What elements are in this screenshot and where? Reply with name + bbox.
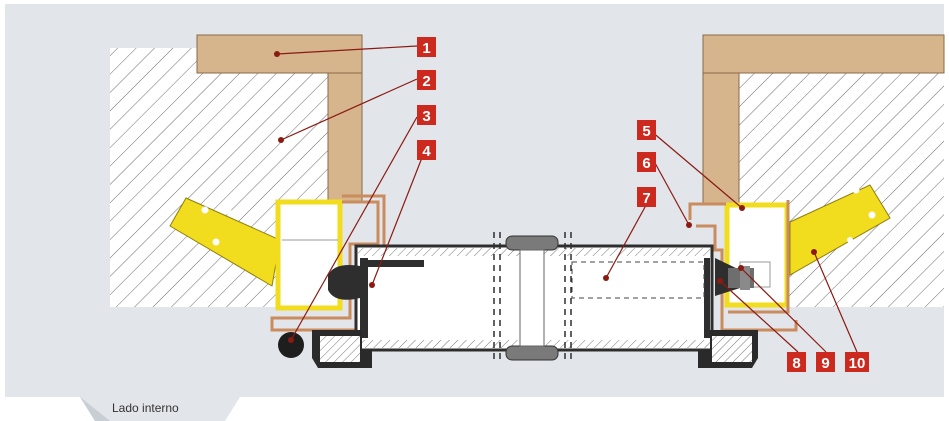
callout-9-label: 9 — [821, 355, 829, 372]
right-cover-hatch — [712, 336, 752, 362]
left-frame-profile — [270, 194, 386, 332]
right-anchor-hole — [868, 211, 876, 219]
callout-7: 7 — [637, 187, 656, 207]
callout-6-label: 6 — [642, 155, 650, 172]
right-frame-profile — [688, 202, 798, 332]
left-anchor-hole — [227, 210, 233, 216]
left-subframe-box — [275, 199, 343, 311]
left-bumper — [278, 332, 304, 358]
handle-rose-top — [505, 235, 559, 251]
callout-8: 8 — [787, 352, 806, 372]
callout-10-label: 10 — [849, 355, 866, 372]
callout-2: 2 — [417, 70, 436, 90]
left-gasket — [328, 265, 360, 300]
left-anchor-hole — [201, 206, 209, 214]
leader-dots — [274, 51, 817, 343]
callout-5: 5 — [637, 120, 656, 140]
handle-spindle — [519, 249, 545, 347]
right-subframe-box — [724, 202, 790, 308]
callout-6: 6 — [637, 152, 656, 172]
right-frame-profile-return — [728, 200, 790, 314]
callout-1-label: 1 — [422, 40, 430, 57]
callout-2-label: 2 — [422, 73, 430, 90]
callout-10: 10 — [845, 352, 869, 372]
leader-lines — [276, 45, 858, 353]
right-anchor-hole — [852, 186, 860, 194]
callout-1: 1 — [417, 37, 436, 57]
door-leaf-right-edge — [704, 258, 710, 338]
callout-4: 4 — [417, 140, 436, 160]
callout-8-label: 8 — [792, 355, 800, 372]
lock-reinforcement — [368, 260, 424, 267]
callout-5-label: 5 — [642, 123, 650, 140]
door-leaf-left-edge — [360, 258, 368, 338]
right-striker — [740, 266, 750, 290]
callout-3: 3 — [417, 105, 436, 125]
callout-9: 9 — [816, 352, 835, 372]
caption-tab-shadow — [80, 397, 110, 421]
inner-side-caption: Lado interno — [112, 401, 179, 415]
left-architrave-jamb — [327, 72, 363, 204]
right-architrave-jamb — [702, 72, 740, 204]
callout-4-label: 4 — [422, 143, 431, 160]
caption-tab — [5, 397, 240, 421]
hidden-lock-outline — [571, 261, 705, 299]
left-anchor — [169, 197, 281, 287]
right-architrave-top — [702, 34, 945, 74]
callout-7-label: 7 — [642, 190, 650, 207]
left-anchor-hole — [212, 238, 220, 246]
left-cover-hatch — [320, 336, 360, 362]
handle-rose-bottom — [505, 345, 559, 361]
right-anchor-hole — [847, 237, 853, 243]
callout-3-label: 3 — [422, 108, 430, 125]
